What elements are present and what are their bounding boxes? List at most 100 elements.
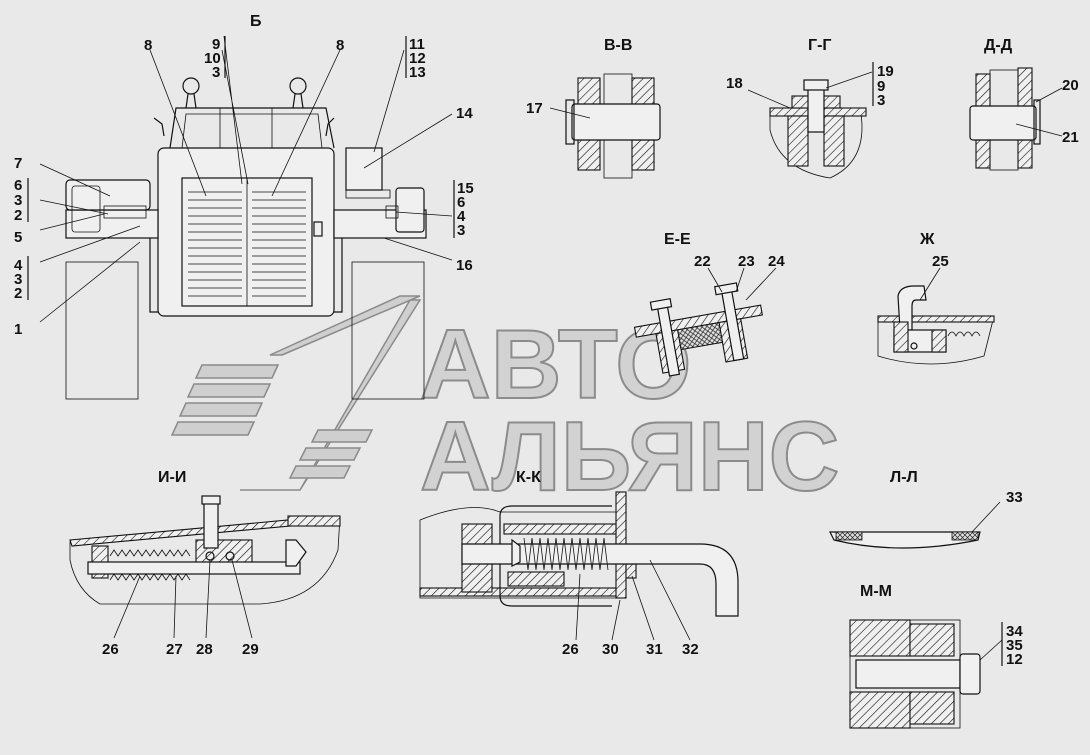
view-ii-title: И-И bbox=[158, 469, 186, 486]
svg-text:4: 4 bbox=[457, 208, 466, 225]
view-gg-title: Г-Г bbox=[808, 37, 831, 54]
label-31: 31 bbox=[646, 641, 663, 658]
label-kk-26: 26 bbox=[562, 641, 579, 658]
handle-icon bbox=[313, 221, 323, 237]
label-22: 22 bbox=[694, 253, 711, 270]
view-dd: Д-Д 20 21 bbox=[969, 37, 1079, 171]
view-mm: М-М 34 35 12 bbox=[849, 583, 1023, 729]
view-vv-title: В-В bbox=[604, 37, 632, 54]
view-b: Б bbox=[14, 13, 474, 400]
ghost-outline-left bbox=[65, 261, 139, 400]
label-23: 23 bbox=[738, 253, 755, 270]
label-24: 24 bbox=[768, 253, 785, 270]
svg-text:9: 9 bbox=[212, 36, 220, 53]
stack-11-12-13: 11 12 13 bbox=[405, 36, 426, 81]
view-zh: Ж 25 bbox=[877, 231, 995, 365]
label-18: 18 bbox=[726, 75, 743, 92]
bolt-34 bbox=[855, 659, 961, 689]
watermark-logo-icon bbox=[170, 295, 422, 491]
label-ii-26: 26 bbox=[102, 641, 119, 658]
label-21: 21 bbox=[1062, 129, 1079, 146]
cab-rail bbox=[169, 107, 335, 149]
svg-text:12: 12 bbox=[1006, 651, 1023, 668]
spring-icon bbox=[947, 331, 981, 337]
bolt-19 bbox=[807, 87, 825, 133]
svg-text:9: 9 bbox=[877, 78, 885, 95]
stack-9-10-3: 9 10 3 bbox=[204, 36, 226, 81]
label-29: 29 bbox=[242, 641, 259, 658]
svg-text:35: 35 bbox=[1006, 637, 1023, 654]
spring-kk-26-icon bbox=[523, 537, 609, 571]
stack-15-6-4-3: 15 6 4 3 bbox=[453, 180, 474, 239]
svg-text:11: 11 bbox=[409, 36, 425, 53]
view-dd-title: Д-Д bbox=[984, 37, 1013, 54]
svg-text:3: 3 bbox=[212, 64, 220, 81]
label-16: 16 bbox=[456, 257, 473, 274]
watermark: АВТО АЛЬЯНС bbox=[170, 295, 840, 512]
svg-text:12: 12 bbox=[409, 50, 426, 67]
view-kk-title: К-К bbox=[516, 469, 541, 486]
svg-text:3: 3 bbox=[14, 271, 22, 288]
svg-text:13: 13 bbox=[409, 64, 426, 81]
rod-32 bbox=[461, 543, 739, 617]
view-ee: Е-Е 22 23 24 bbox=[633, 231, 785, 377]
latch-5 bbox=[103, 205, 147, 219]
view-kk: К-К 26 30 31 32 bbox=[419, 469, 739, 658]
svg-text:34: 34 bbox=[1006, 623, 1023, 640]
label-8a: 8 bbox=[144, 37, 152, 54]
pin-21 bbox=[969, 105, 1037, 141]
svg-text:2: 2 bbox=[14, 285, 22, 302]
lamp-left-icon bbox=[182, 77, 200, 95]
stack-34-35-12: 34 35 12 bbox=[1001, 622, 1023, 668]
view-ll-title: Л-Л bbox=[890, 469, 918, 486]
svg-text:3: 3 bbox=[457, 222, 465, 239]
view-zh-title: Ж bbox=[919, 231, 935, 248]
pin-17 bbox=[571, 103, 661, 141]
label-33: 33 bbox=[1006, 489, 1023, 506]
ghost-outline-right bbox=[351, 261, 425, 400]
label-7: 7 bbox=[14, 155, 22, 172]
label-32: 32 bbox=[682, 641, 699, 658]
view-ll: Л-Л 33 bbox=[829, 469, 1023, 549]
spring-26-icon bbox=[109, 549, 191, 557]
stack-19-9-3: 19 9 3 bbox=[872, 62, 894, 109]
box-14 bbox=[345, 147, 383, 191]
left-platform bbox=[65, 209, 159, 239]
rod-27 bbox=[87, 561, 301, 575]
label-20: 20 bbox=[1062, 77, 1079, 94]
grille-slats bbox=[188, 191, 306, 297]
svg-text:3: 3 bbox=[14, 192, 22, 209]
stack-6-3-2: 6 3 2 bbox=[14, 177, 29, 224]
svg-text:4: 4 bbox=[14, 257, 23, 274]
svg-text:6: 6 bbox=[457, 194, 465, 211]
svg-text:2: 2 bbox=[14, 207, 22, 224]
view-mm-title: М-М bbox=[860, 583, 892, 600]
label-25: 25 bbox=[932, 253, 949, 270]
svg-text:10: 10 bbox=[204, 50, 221, 67]
plunger-28 bbox=[203, 501, 219, 549]
handle-25 bbox=[897, 285, 927, 331]
view-ee-title: Е-Е bbox=[664, 231, 691, 248]
label-14: 14 bbox=[456, 105, 473, 122]
label-5: 5 bbox=[14, 229, 22, 246]
label-27: 27 bbox=[166, 641, 183, 658]
right-box bbox=[395, 187, 425, 233]
watermark-line2: АЛЬЯНС bbox=[420, 401, 839, 511]
label-17: 17 bbox=[526, 100, 543, 117]
view-b-title: Б bbox=[250, 13, 262, 30]
svg-text:6: 6 bbox=[14, 177, 22, 194]
view-ii: И-И 26 27 28 29 bbox=[69, 469, 341, 658]
label-30: 30 bbox=[602, 641, 619, 658]
svg-text:15: 15 bbox=[457, 180, 474, 197]
stack-4-3-2: 4 3 2 bbox=[14, 256, 29, 302]
label-8b: 8 bbox=[336, 37, 344, 54]
washer-30 bbox=[625, 563, 637, 579]
svg-text:19: 19 bbox=[877, 63, 894, 80]
view-vv: В-В 17 bbox=[526, 37, 661, 179]
view-gg: Г-Г 18 19 9 3 bbox=[726, 37, 894, 179]
lamp-right-icon bbox=[289, 77, 307, 95]
label-28: 28 bbox=[196, 641, 213, 658]
svg-text:3: 3 bbox=[877, 92, 885, 109]
